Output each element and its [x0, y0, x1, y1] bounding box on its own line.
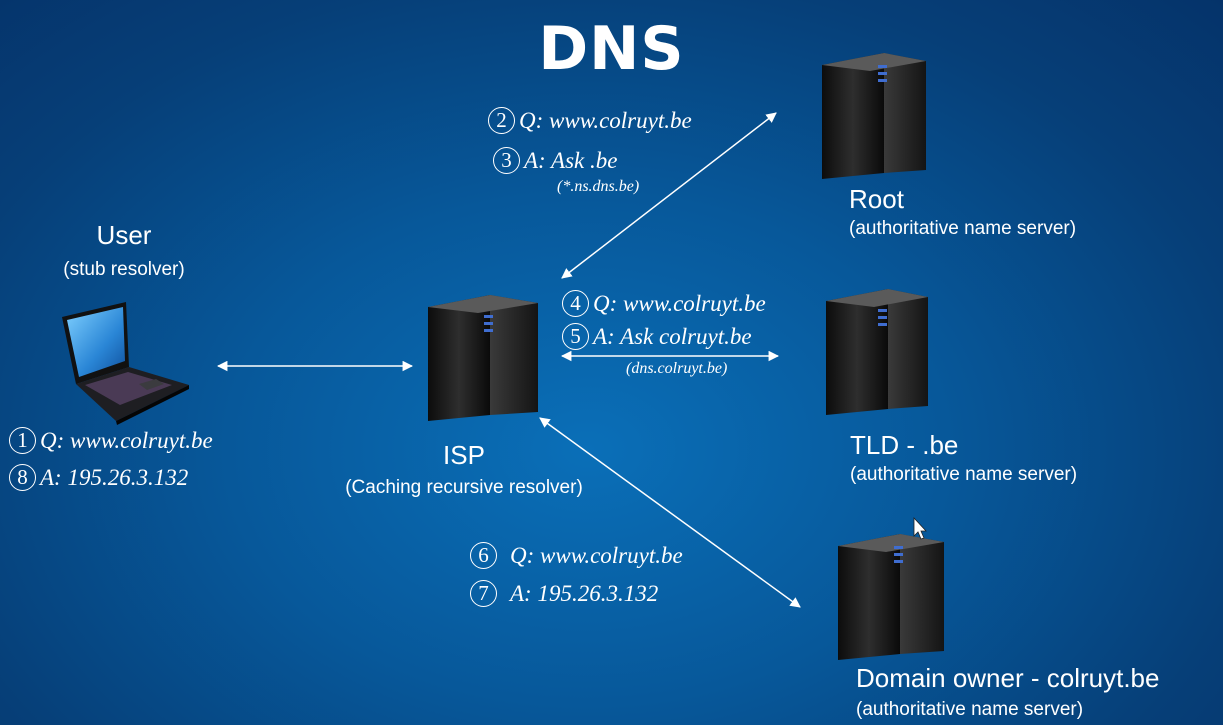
message-7-text: A: 195.26.3.132	[510, 580, 659, 606]
message-6-text: Q: www.colruyt.be	[510, 542, 683, 568]
step-number-1: 1	[9, 427, 36, 454]
root-label: Root	[849, 184, 904, 214]
message-1: 1 Q: www.colruyt.be	[9, 427, 213, 454]
message-3-text: A: Ask .be	[524, 147, 618, 173]
step-number-4: 4	[562, 290, 589, 317]
tld-sublabel: (authoritative name server)	[850, 464, 1078, 485]
owner-sublabel: (authoritative name server)	[856, 699, 1084, 720]
message-4-text: Q: www.colruyt.be	[593, 290, 766, 316]
message-7: 7 A: 195.26.3.132	[470, 580, 658, 607]
message-4: 4 Q: www.colruyt.be	[562, 290, 766, 317]
server-icon-isp	[428, 295, 538, 421]
isp-sublabel: (Caching recursive resolver)	[345, 477, 583, 498]
cursor-icon	[913, 516, 927, 540]
message-3: 3 A: Ask .be	[493, 147, 617, 174]
tld-label: TLD - .be	[850, 430, 959, 460]
step-number-8: 8	[9, 464, 36, 491]
step-number-2: 2	[488, 107, 515, 134]
server-icon-root	[822, 53, 926, 179]
root-sublabel: (authoritative name server)	[849, 218, 1077, 239]
message-8-text: A: 195.26.3.132	[40, 464, 189, 490]
laptop-icon	[62, 302, 189, 425]
isp-label: ISP	[443, 440, 485, 470]
message-1-text: Q: www.colruyt.be	[40, 427, 213, 453]
message-2: 2 Q: www.colruyt.be	[488, 107, 692, 134]
message-5-text: A: Ask colruyt.be	[593, 323, 752, 349]
message-2-text: Q: www.colruyt.be	[519, 107, 692, 133]
arrow-isp-root	[561, 112, 777, 279]
message-5: 5 A: Ask colruyt.be	[562, 323, 752, 350]
message-5-note: (dns.colruyt.be)	[626, 360, 728, 377]
user-sublabel: (stub resolver)	[63, 259, 185, 280]
server-icon-owner	[838, 534, 944, 660]
message-3-note: (*.ns.dns.be)	[557, 178, 640, 195]
step-number-6: 6	[470, 542, 497, 569]
server-icon-tld	[826, 289, 928, 415]
message-6: 6 Q: www.colruyt.be	[470, 542, 683, 569]
step-number-5: 5	[562, 323, 589, 350]
user-label: User	[96, 220, 152, 250]
step-number-3: 3	[493, 147, 520, 174]
step-number-7: 7	[470, 580, 497, 607]
owner-label: Domain owner - colruyt.be	[856, 663, 1160, 693]
message-8: 8 A: 195.26.3.132	[9, 464, 188, 491]
arrow-isp-owner	[539, 417, 801, 608]
diagram-title: DNS	[538, 14, 685, 84]
